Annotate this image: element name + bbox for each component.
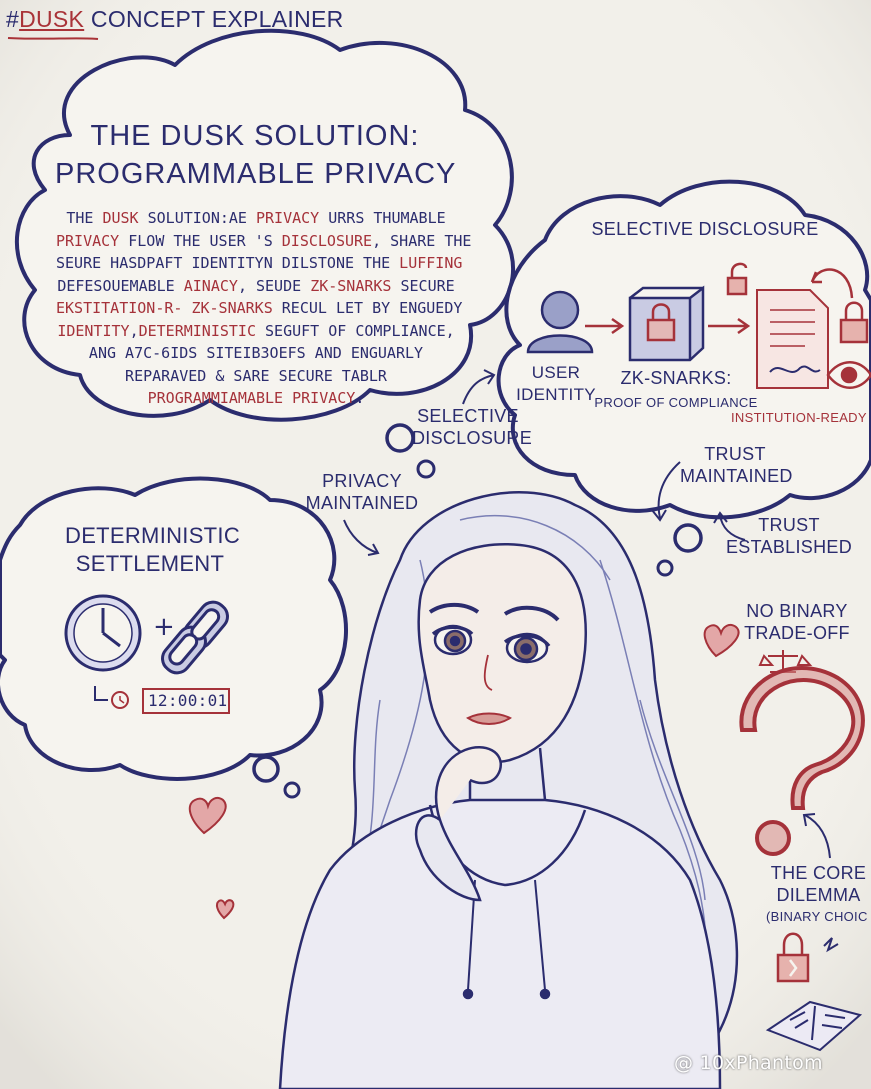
paragraph-run: DUSK — [102, 209, 139, 227]
header-brand: DUSK — [19, 6, 85, 32]
settlement-thought-bubble — [0, 476, 348, 781]
paragraph-run: DISCLOSURE — [281, 231, 373, 250]
paragraph-run: RECUL LET BY ENGUEDY — [272, 299, 463, 317]
paragraph-run: SOLUTION:AE — [138, 209, 256, 227]
user-icon — [526, 290, 594, 354]
bubble-dot — [416, 459, 436, 479]
paragraph-run: LUFFING — [399, 254, 463, 272]
paragraph-run: EKSTITATION-R- ZK-SNARKS — [56, 299, 273, 317]
paragraph-line: IDENTITY,DETERMINISTIC SEGUFT OF COMPLIA… — [56, 320, 456, 343]
paragraph-run: SECURE — [391, 276, 455, 295]
padlock-icon — [726, 262, 869, 344]
padlock-icon — [776, 932, 810, 983]
paragraph-run: , SHARE THE — [372, 231, 472, 250]
paragraph-line: PRIVACY FLOW THE USER 'S DISCLOSURE, SHA… — [56, 230, 471, 253]
paragraph-line: DEFESOUEMABLE AINACY, SEUDE ZK-SNARKS SE… — [56, 275, 456, 298]
question-mark-icon — [739, 666, 865, 856]
bubble-dot — [252, 755, 280, 783]
solution-title-line2: PROGRAMMABLE PRIVACY — [55, 158, 457, 190]
paragraph-line: REPARAVED & SARE SECURE TABLR — [56, 365, 456, 388]
locked-box-icon — [628, 285, 705, 362]
paragraph-run: SEGUFT OF COMPLIANCE, — [256, 321, 455, 340]
paragraph-run: PRIVACY — [56, 231, 120, 250]
paragraph-run: DEFESOUEMABLE — [57, 276, 184, 295]
solution-title-line1: THE DUSK SOLUTION: — [90, 120, 420, 152]
disclosure-title: SELECTIVE DISCLOSURE — [591, 219, 819, 239]
institution-ready-label: INSTITUTION-READY — [731, 410, 867, 425]
paragraph-run: , SEUDE — [237, 276, 311, 295]
solution-paragraph: THE DUSK SOLUTION:AE PRIVACY URRS THUMAB… — [56, 207, 471, 410]
paragraph-run: PRIVACY — [256, 209, 320, 227]
header-hashtag: # — [6, 6, 20, 32]
paragraph-run: , — [129, 321, 139, 340]
eye-icon — [826, 361, 871, 389]
header-title-text: CONCEPT EXPLAINER — [90, 6, 344, 32]
paragraph-run: IDENTITY — [57, 321, 130, 340]
bubble-dot — [385, 423, 415, 453]
zk-snarks-title: ZK-SNARKS: — [620, 368, 732, 388]
bubble-dot — [283, 781, 301, 799]
girl-illustration — [278, 491, 739, 1089]
paragraph-line: PROGRAMMIAMABLE PRIVACY. — [56, 387, 456, 410]
paragraph-run: REPARAVED & SARE SECURE TABLR — [125, 366, 387, 385]
paragraph-run: ZK-SNARKS — [310, 276, 392, 295]
paragraph-run: URRS THUMABLE — [319, 209, 446, 227]
settlement-timestamp: 12:00:01 — [148, 691, 228, 710]
paragraph-run: AINACY — [183, 276, 238, 295]
chain-link-icon — [161, 600, 229, 675]
paragraph-run: PROGRAMMIAMABLE PRIVACY — [147, 389, 356, 407]
bubble-dot — [673, 523, 703, 553]
clock-icon — [64, 594, 142, 672]
solution-thought-bubble — [14, 28, 515, 422]
paragraph-run: ANG A7C-6IDS SITEIB3OEFS AND ENGUARLY — [88, 344, 424, 362]
document-icon — [756, 289, 829, 389]
paragraph-run: SEURE HASDPAFT IDENTITYN DILSTONE THE — [56, 254, 400, 272]
paragraph-line: ANG A7C-6IDS SITEIB3OEFS AND ENGUARLY — [56, 342, 456, 365]
paragraph-run: . — [355, 389, 365, 407]
heart-icon — [188, 623, 740, 920]
paragraph-run: FLOW THE USER 'S — [119, 231, 282, 250]
header-title: #DUSK CONCEPT EXPLAINER — [6, 6, 344, 33]
paragraph-line: EKSTITATION-R- ZK-SNARKS RECUL LET BY EN… — [56, 297, 462, 320]
zk-snarks-subtitle: PROOF OF COMPLIANCE — [594, 395, 758, 410]
paragraph-run: THE — [66, 209, 103, 227]
book-icon — [765, 1000, 863, 1052]
watermark: @ 10xPhantom — [674, 1052, 823, 1074]
plus-sign: + — [153, 612, 176, 642]
paragraph-line: THE DUSK SOLUTION:AE PRIVACY URRS THUMAB… — [56, 207, 456, 230]
paragraph-line: SEURE HASDPAFT IDENTITYN DILSTONE THE LU… — [56, 252, 462, 275]
bubble-dot — [656, 559, 674, 577]
paragraph-run: DETERMINISTIC — [138, 321, 256, 340]
